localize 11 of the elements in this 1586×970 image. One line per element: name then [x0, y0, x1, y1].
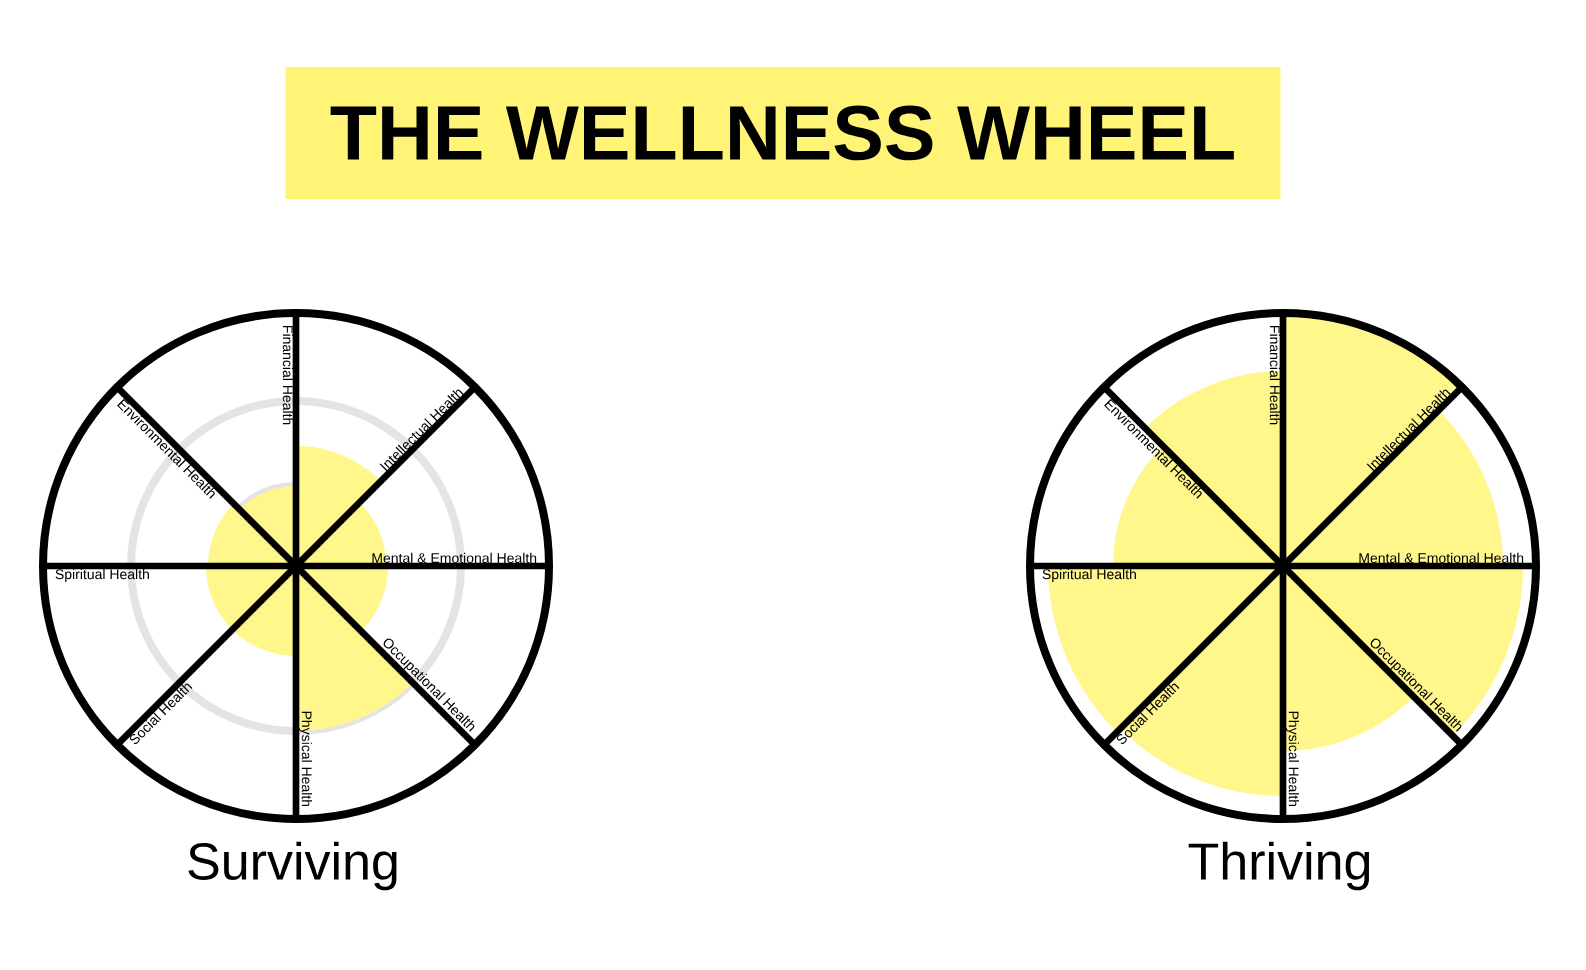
segment-label: Financial Health [282, 326, 294, 425]
segment-label: Mental & Emotional Health [372, 552, 537, 564]
segment-label: Spiritual Health [55, 568, 149, 582]
title-banner: THE WELLNESS WHEEL [285, 67, 1281, 199]
wheel-caption: Thriving [1188, 841, 1370, 891]
wheel-caption: Surviving [188, 841, 397, 891]
segment-label: Physical Health [298, 711, 312, 807]
segment-label: Physical Health [1285, 711, 1299, 807]
segment-label: Financial Health [1269, 326, 1281, 425]
segment-label: Spiritual Health [1042, 568, 1136, 582]
segment-label: Mental & Emotional Health [1359, 552, 1524, 564]
